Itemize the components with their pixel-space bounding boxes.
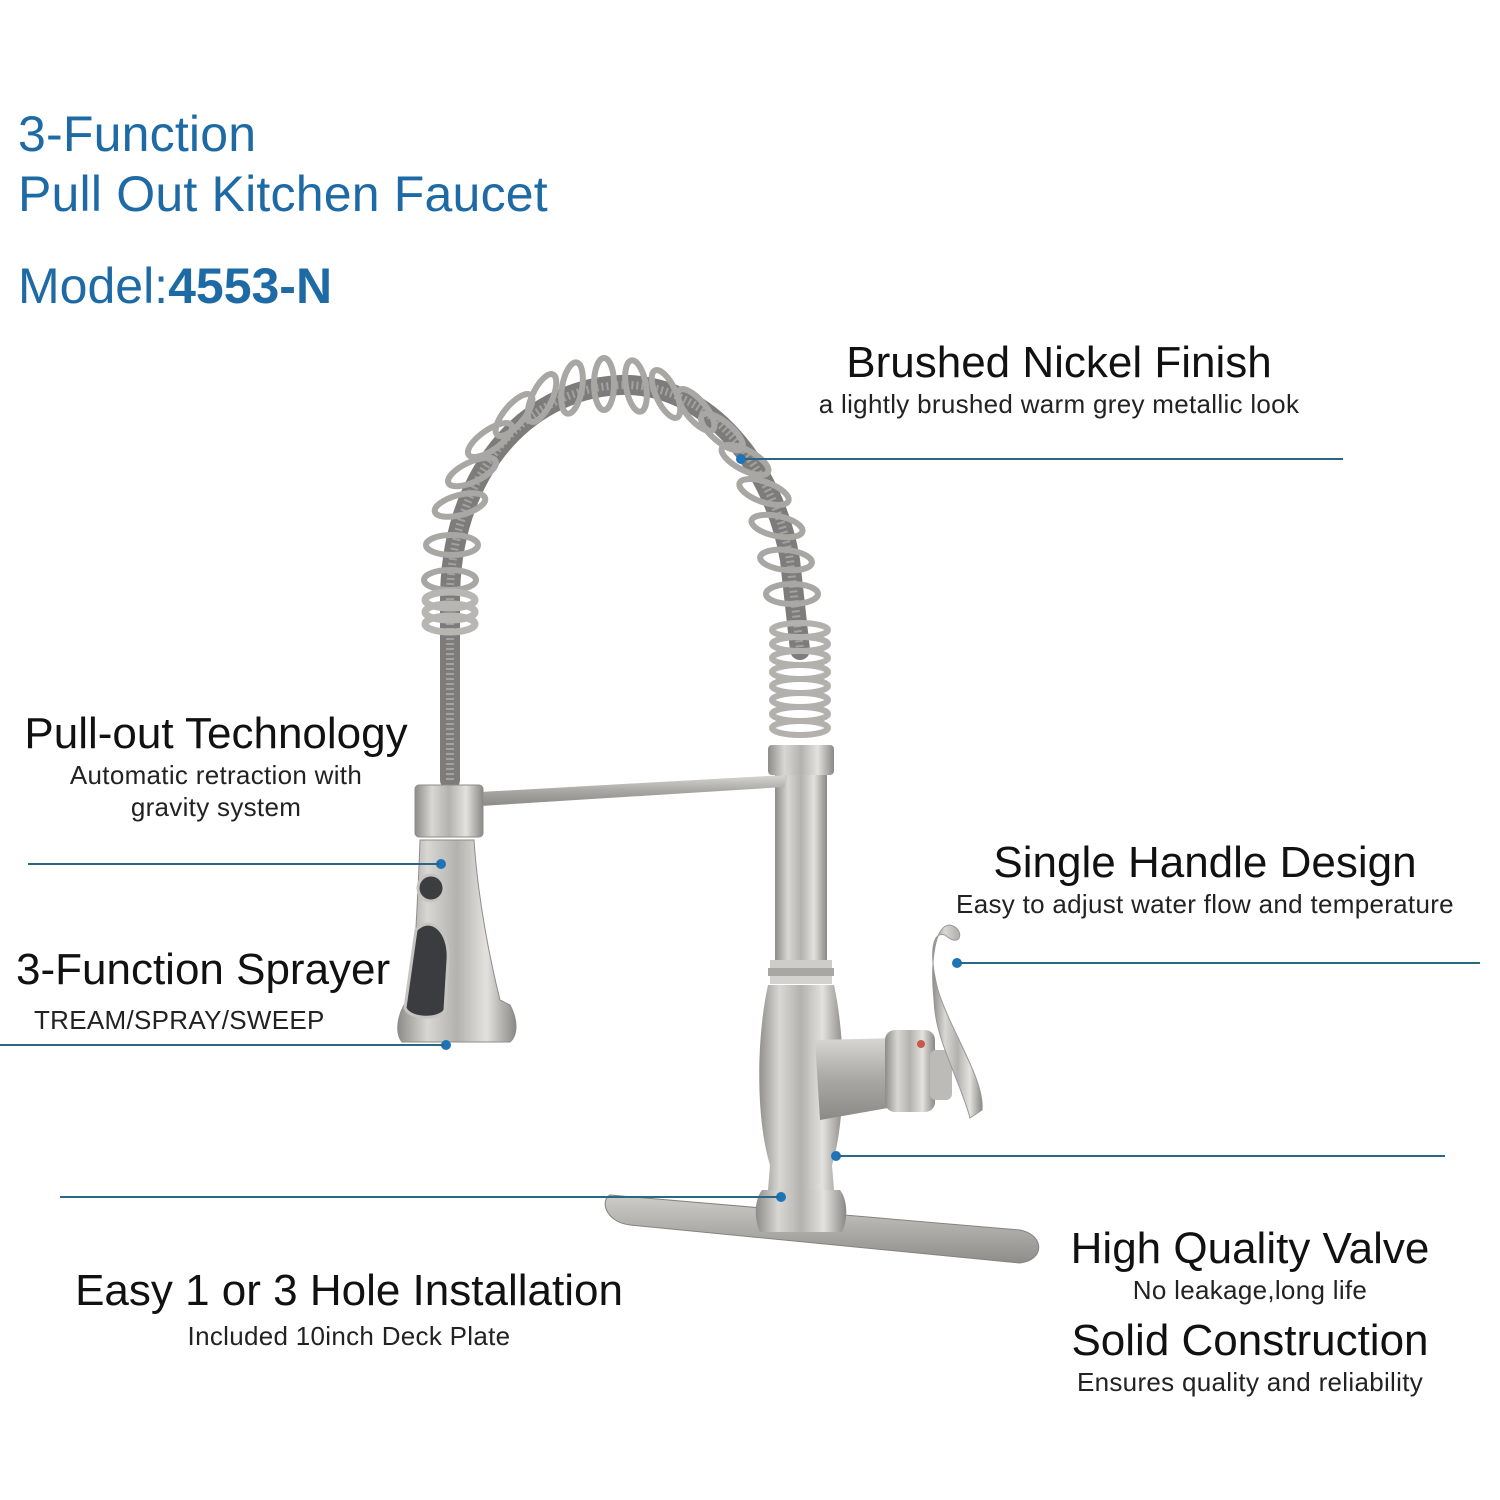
title-line-1: 3-Function bbox=[18, 106, 257, 162]
feature-handle: Single Handle Design Easy to adjust wate… bbox=[905, 838, 1500, 920]
feature-installation-heading: Easy 1 or 3 Hole Installation bbox=[75, 1266, 623, 1315]
leader-line-pullout bbox=[28, 863, 440, 865]
feature-handle-heading: Single Handle Design bbox=[993, 838, 1417, 887]
leader-line-valve bbox=[838, 1155, 1445, 1157]
feature-finish: Brushed Nickel Finish a lightly brushed … bbox=[762, 338, 1356, 420]
lever-handle bbox=[932, 924, 983, 1119]
sprayer-trigger bbox=[403, 922, 450, 1019]
feature-pullout-sub-1: Automatic retraction with bbox=[69, 760, 363, 790]
callout-dots bbox=[436, 454, 962, 1202]
feature-sprayer: 3-Function Sprayer bbox=[16, 945, 390, 995]
feature-installation: Easy 1 or 3 Hole Installation Included 1… bbox=[24, 1266, 674, 1352]
spring-coils bbox=[421, 355, 821, 607]
model-value: 4553-N bbox=[168, 258, 333, 314]
valve-housing bbox=[815, 1038, 905, 1120]
model-number: Model:4553-N bbox=[18, 254, 332, 318]
feature-valve-sub: No leakage,long life bbox=[1132, 1275, 1368, 1305]
feature-sprayer-sub: TREAM/SPRAY/SWEEP bbox=[34, 1005, 325, 1035]
feature-sprayer-heading: 3-Function Sprayer bbox=[16, 945, 391, 994]
model-label: Model: bbox=[18, 258, 169, 314]
leader-line-installation bbox=[60, 1196, 780, 1198]
feature-finish-heading: Brushed Nickel Finish bbox=[846, 338, 1272, 387]
feature-construction-sub: Ensures quality and reliability bbox=[1076, 1367, 1424, 1397]
feature-construction: Solid Construction Ensures quality and r… bbox=[1040, 1316, 1460, 1398]
feature-valve-heading: High Quality Valve bbox=[1070, 1224, 1430, 1273]
leader-line-sprayer bbox=[0, 1044, 444, 1046]
feature-pullout: Pull-out Technology Automatic retraction… bbox=[6, 709, 426, 823]
feature-valve: High Quality Valve No leakage,long life bbox=[1040, 1224, 1460, 1306]
feature-installation-sub: Included 10inch Deck Plate bbox=[187, 1321, 511, 1351]
title-line-2: Pull Out Kitchen Faucet bbox=[18, 166, 548, 222]
feature-pullout-heading: Pull-out Technology bbox=[24, 709, 408, 758]
leader-line-finish bbox=[745, 458, 1343, 460]
sprayer-mode-button bbox=[416, 873, 446, 903]
feature-pullout-sub-2: gravity system bbox=[130, 792, 302, 822]
feature-handle-sub: Easy to adjust water flow and temperatur… bbox=[956, 889, 1454, 919]
spout-arm bbox=[480, 775, 785, 806]
leader-line-handle bbox=[960, 962, 1480, 964]
feature-construction-heading: Solid Construction bbox=[1071, 1316, 1429, 1365]
feature-finish-sub: a lightly brushed warm grey metallic loo… bbox=[818, 389, 1300, 419]
